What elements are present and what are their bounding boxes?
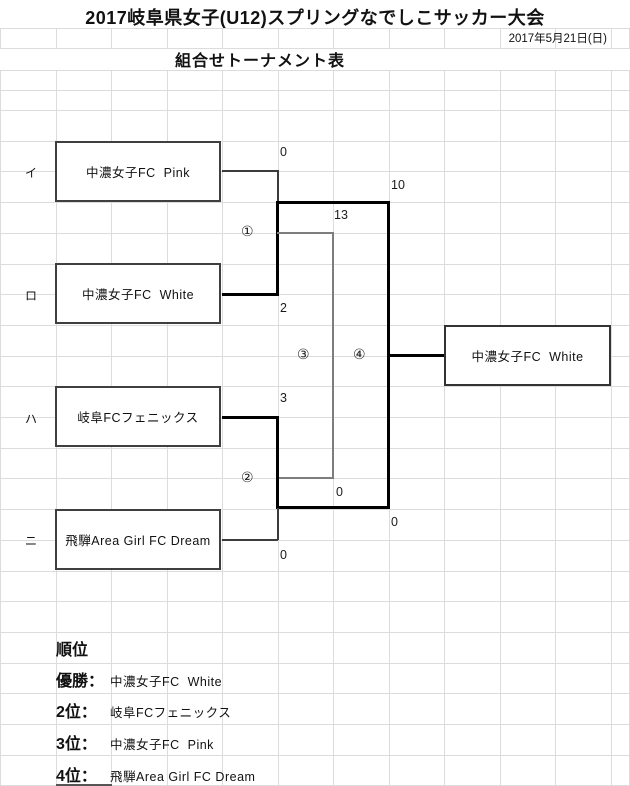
seed-mark-3: ハ: [24, 412, 37, 426]
date-label: 2017年5月21日(日): [508, 33, 607, 45]
gridline: [0, 27, 1, 48]
gridline: [0, 70, 630, 71]
champion-box: 中濃女子FC White: [444, 325, 611, 386]
rank-team-4: 飛騨Area Girl FC Dream: [110, 770, 256, 784]
rank-label-3: 3位：: [56, 736, 97, 753]
gridline: [0, 70, 1, 786]
gridline: [0, 724, 630, 725]
rank-team-3: 中濃女子FC Pink: [110, 738, 214, 752]
gridline: [0, 417, 630, 418]
gridline: [388, 27, 390, 48]
seed-mark-4: ニ: [24, 534, 37, 548]
team-box-white: 中濃女子FC White: [55, 263, 221, 324]
team-box-phoenix: 岐阜FCフェニックス: [55, 386, 221, 447]
gridline: [111, 27, 112, 48]
match1-upper-vline: [276, 170, 279, 203]
gridline: [166, 27, 168, 48]
gridline: [0, 27, 630, 29]
seed-mark-1: イ: [24, 166, 37, 180]
gridline: [499, 70, 501, 786]
team-box-pink: 中濃女子FC Pink: [55, 140, 221, 202]
gridline: [333, 27, 334, 48]
gridline: [0, 631, 630, 633]
seed1-entry-line: [222, 170, 278, 173]
champion-hline: [387, 354, 444, 357]
rank-label-4: 4位：: [56, 768, 97, 785]
final-score-top: 10: [391, 178, 405, 192]
gridline: [555, 70, 556, 786]
gridline: [0, 355, 630, 357]
team-box-dream: 飛騨Area Girl FC Dream: [55, 508, 221, 570]
gridline: [0, 447, 630, 449]
gridline: [0, 539, 630, 541]
rank-team-2: 岐阜FCフェニックス: [110, 706, 232, 720]
gridline: [0, 386, 630, 388]
match3-score-bottom: 0: [336, 485, 343, 499]
gridline: [499, 27, 501, 48]
match3-score-top: 13: [334, 208, 348, 222]
match2-number: ②: [241, 469, 254, 485]
gridline: [0, 141, 630, 142]
seed-mark-2: ロ: [24, 289, 37, 303]
gridline: [0, 47, 630, 49]
seed4-entry-line: [222, 538, 278, 541]
bottom-partial-border: [55, 784, 112, 786]
match4-number: ④: [353, 346, 366, 362]
gridline: [222, 27, 223, 48]
gridline: [555, 27, 556, 48]
gridline: [0, 263, 630, 265]
gridline: [0, 110, 630, 112]
seed3-entry-line: [222, 415, 278, 419]
rank-label-2: 2位：: [56, 704, 97, 721]
match3-number: ③: [297, 346, 310, 362]
match1-winner-vline: [275, 200, 279, 296]
seed2-entry-line: [222, 292, 278, 296]
match1-number: ①: [241, 223, 254, 239]
gridline: [0, 294, 630, 296]
gridline: [0, 693, 630, 695]
gridline: [277, 27, 279, 48]
match2-winner-hline: [275, 505, 390, 509]
gridline: [222, 70, 223, 786]
standings-heading: 順位: [56, 642, 89, 659]
match1-score-bottom: 2: [280, 301, 287, 315]
match3-upper-hline: [277, 231, 334, 234]
match3-lower-hline: [277, 477, 334, 479]
gridline: [444, 27, 445, 48]
gridline: [0, 324, 630, 326]
match1-winner-hline: [275, 200, 390, 204]
final-score-bottom: 0: [391, 515, 398, 529]
gridline: [444, 70, 445, 786]
gridline: [0, 601, 630, 603]
match2-score-top: 3: [280, 391, 287, 405]
gridline: [610, 70, 612, 786]
bracket-heading: 組合せトーナメント表: [174, 53, 345, 70]
rank-team-1: 中濃女子FC White: [110, 675, 223, 689]
gridline: [610, 27, 612, 48]
rank-label-1: 優勝：: [56, 673, 105, 690]
gridline: [0, 509, 630, 511]
tournament-title: 2017岐阜県女子(U12)スプリングなでしこサッカー大会: [85, 8, 545, 28]
gridline: [0, 171, 630, 173]
gridline: [0, 754, 630, 756]
gridline: [0, 570, 630, 572]
gridline: [55, 27, 57, 48]
match3-vline: [332, 231, 334, 479]
match1-score-top: 0: [280, 145, 287, 159]
gridline: [0, 662, 630, 664]
match2-lower-vline: [276, 508, 279, 540]
gridline: [0, 90, 630, 91]
match2-score-bottom: 0: [280, 548, 287, 562]
match2-winner-vline: [275, 415, 279, 509]
